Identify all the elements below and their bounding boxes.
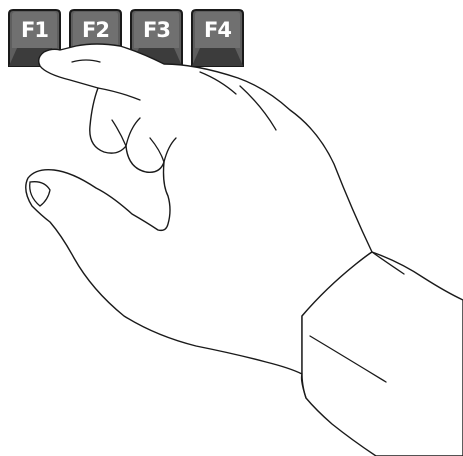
illustration: F1 F2 F3 F4 (0, 0, 463, 456)
hand-pointing-icon (0, 0, 463, 456)
